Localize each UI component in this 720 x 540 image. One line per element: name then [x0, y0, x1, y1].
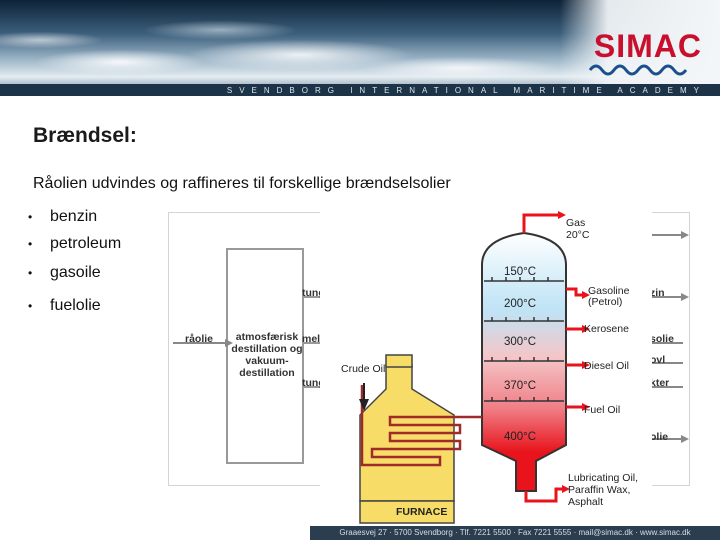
- temperature-label: 150°C: [504, 266, 536, 278]
- footer-contact: Graaesvej 27 · 5700 Svendborg · Tlf. 722…: [310, 526, 720, 540]
- academy-band: SVENDBORG INTERNATIONAL MARITIME ACADEMY: [0, 84, 720, 96]
- right-output-label: ovl: [650, 354, 665, 366]
- logo-area: SIMAC: [560, 0, 720, 84]
- input-label: råolie: [185, 333, 213, 345]
- temperature-label: 400°C: [504, 431, 536, 443]
- product-label: Fuel Oil: [584, 404, 620, 416]
- temperature-label: 370°C: [504, 380, 536, 392]
- temperature-label: 300°C: [504, 336, 536, 348]
- product-label: Kerosene: [584, 323, 629, 335]
- simac-logo: SIMAC: [594, 28, 702, 65]
- bullet-item: •fuelolie: [28, 297, 101, 315]
- wave-logo-icon: [588, 64, 698, 76]
- right-output-label: zin: [650, 287, 665, 299]
- furnace-label: FURNACE: [396, 506, 447, 518]
- gas-label: Gas 20°C: [566, 217, 589, 241]
- right-output-label: olie: [650, 431, 668, 443]
- bullet-item: •gasoile: [28, 264, 101, 282]
- column-label: atmosfærisk destillation og vakuum-desti…: [229, 331, 305, 379]
- product-label: Gasoline (Petrol): [588, 286, 650, 308]
- right-output-label: kter: [650, 377, 669, 389]
- header-banner: SIMAC SVENDBORG INTERNATIONAL MARITIME A…: [0, 0, 720, 96]
- product-label: Diesel Oil: [584, 360, 629, 372]
- crude-oil-label: Crude Oil: [341, 363, 385, 375]
- product-label: Lubricating Oil, Paraffin Wax, Asphalt: [568, 472, 652, 508]
- temperature-label: 200°C: [504, 298, 536, 310]
- sea-photo: [0, 0, 600, 84]
- furnace-chimney: [386, 355, 412, 367]
- bullet-item: •petroleum: [28, 235, 121, 253]
- bullet-item: •benzin: [28, 208, 97, 226]
- right-output-label: solie: [650, 333, 674, 345]
- slide-title: Brændsel:: [33, 124, 137, 148]
- slide-subtitle: Råolien udvindes og raffineres til forsk…: [33, 175, 451, 193]
